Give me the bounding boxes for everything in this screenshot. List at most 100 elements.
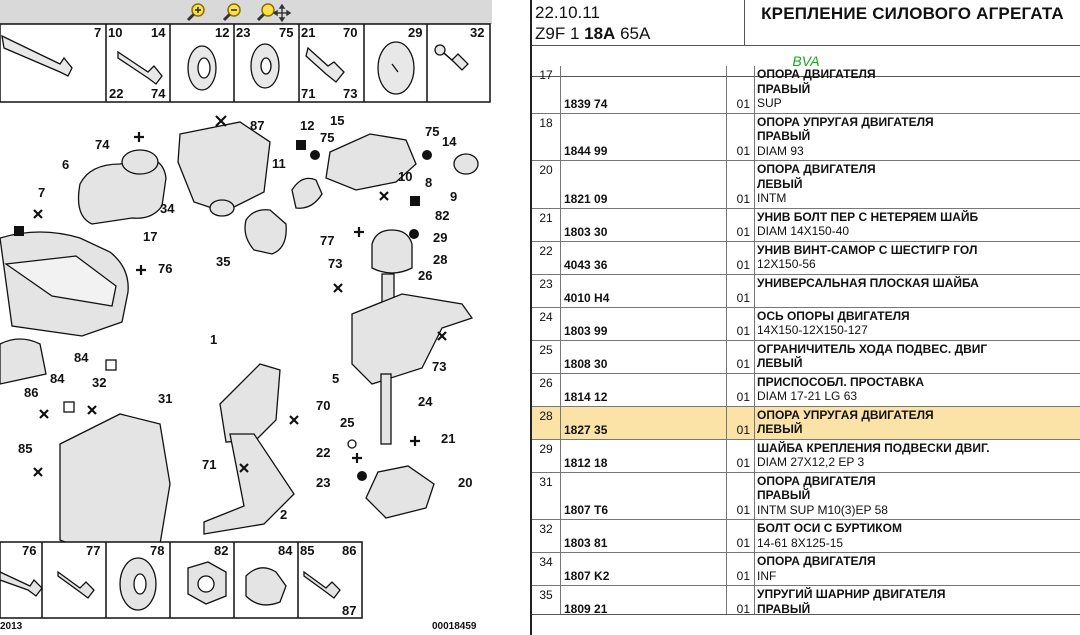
page-title: КРЕПЛЕНИЕ СИЛОВОГО АГРЕГАТА bbox=[761, 4, 1064, 23]
part-number: 1803 99 bbox=[561, 307, 727, 340]
part-number: 1809 21 bbox=[561, 586, 727, 618]
ref-number: 25 bbox=[532, 340, 561, 373]
header-meta: 22.10.11 Z9F 1 18A 65A bbox=[535, 2, 743, 44]
description-line: ЛЕВЫЙ bbox=[757, 176, 803, 191]
svg-text:5: 5 bbox=[332, 371, 339, 386]
description-line: ЛЕВЫЙ bbox=[757, 356, 803, 370]
svg-text:77: 77 bbox=[86, 543, 100, 558]
svg-text:31: 31 bbox=[158, 391, 172, 406]
bottom-parts-strip bbox=[0, 541, 363, 619]
svg-text:71: 71 bbox=[202, 457, 216, 472]
svg-text:6: 6 bbox=[62, 157, 69, 172]
svg-text:87: 87 bbox=[342, 603, 356, 618]
ref-number: 20 bbox=[532, 161, 561, 208]
part-number-text: 4010 H4 bbox=[564, 290, 610, 305]
part-number-text: 1809 21 bbox=[564, 602, 608, 616]
transmission-filter: BVA bbox=[532, 47, 1080, 77]
part-number-text: 1844 99 bbox=[564, 144, 608, 158]
svg-text:73: 73 bbox=[343, 86, 357, 101]
zoom-pan-icon[interactable] bbox=[256, 2, 292, 23]
svg-text:71: 71 bbox=[301, 86, 315, 101]
svg-text:75: 75 bbox=[320, 130, 334, 145]
quantity: 01 bbox=[727, 340, 755, 373]
svg-text:2: 2 bbox=[280, 507, 287, 522]
zoom-out-icon[interactable] bbox=[222, 2, 244, 22]
svg-text:74: 74 bbox=[95, 137, 110, 152]
svg-text:25: 25 bbox=[340, 415, 354, 430]
svg-text:76: 76 bbox=[22, 543, 36, 558]
description-note: 14-61 8X125-15 bbox=[757, 535, 844, 550]
quantity: 01 bbox=[727, 66, 755, 113]
part-number-text: 1807 T6 bbox=[564, 503, 609, 517]
quantity-text: 01 bbox=[736, 96, 750, 111]
quantity: 01 bbox=[727, 472, 755, 519]
parts-header: 22.10.11 Z9F 1 18A 65A КРЕПЛЕНИЕ СИЛОВОГ… bbox=[532, 0, 1080, 46]
zoom-in-icon[interactable] bbox=[186, 2, 208, 22]
diagram-footer-left: 2013 bbox=[0, 621, 23, 632]
part-number-text: 4043 36 bbox=[564, 257, 608, 272]
description-note: DIAM 17-21 LG 63 bbox=[757, 389, 858, 403]
part-number: 4043 36 bbox=[561, 241, 727, 274]
quantity: 01 bbox=[727, 586, 755, 618]
part-number: 1803 81 bbox=[561, 520, 727, 552]
svg-text:32: 32 bbox=[92, 375, 106, 390]
ref-number: 35 bbox=[532, 586, 561, 618]
svg-text:77: 77 bbox=[320, 233, 334, 248]
description-note: SUP bbox=[757, 96, 782, 110]
quantity: 01 bbox=[727, 373, 755, 406]
description-note: INTM SUP M10(3)EP 58 bbox=[757, 502, 888, 517]
catalog-date: 22.10.11 bbox=[535, 3, 600, 22]
quantity: 01 bbox=[727, 274, 755, 307]
svg-text:86: 86 bbox=[24, 385, 38, 400]
quantity-text: 01 bbox=[736, 455, 750, 470]
svg-text:8: 8 bbox=[425, 175, 432, 190]
svg-text:73: 73 bbox=[328, 256, 342, 271]
svg-text:84: 84 bbox=[50, 371, 65, 386]
description-line: УНИВ БОЛТ ПЕР С НЕТЕРЯЕМ ШАЙБ bbox=[757, 209, 979, 224]
svg-text:75: 75 bbox=[279, 25, 293, 40]
quantity-text: 01 bbox=[736, 422, 750, 437]
description-note: DIAM 27X12,2 EP 3 bbox=[757, 455, 865, 469]
panel-divider[interactable] bbox=[530, 0, 532, 635]
svg-text:17: 17 bbox=[143, 229, 157, 244]
svg-text:85: 85 bbox=[300, 543, 314, 558]
svg-text:23: 23 bbox=[316, 475, 330, 490]
description-line: ОПОРА ДВИГАТЕЛЯ bbox=[757, 162, 876, 176]
part-number-text: 1812 18 bbox=[564, 455, 608, 470]
quantity-text: 01 bbox=[736, 536, 750, 550]
svg-text:75: 75 bbox=[425, 124, 439, 139]
quantity-text: 01 bbox=[736, 191, 750, 206]
svg-text:29: 29 bbox=[408, 25, 422, 40]
description-line: ОПОРА ДВИГАТЕЛЯ bbox=[757, 473, 876, 488]
description-line: УПРУГИЙ ШАРНИР ДВИГАТЕЛЯ bbox=[757, 587, 946, 601]
quantity-text: 01 bbox=[736, 389, 750, 404]
svg-text:23: 23 bbox=[236, 25, 250, 40]
svg-text:74: 74 bbox=[151, 86, 166, 101]
